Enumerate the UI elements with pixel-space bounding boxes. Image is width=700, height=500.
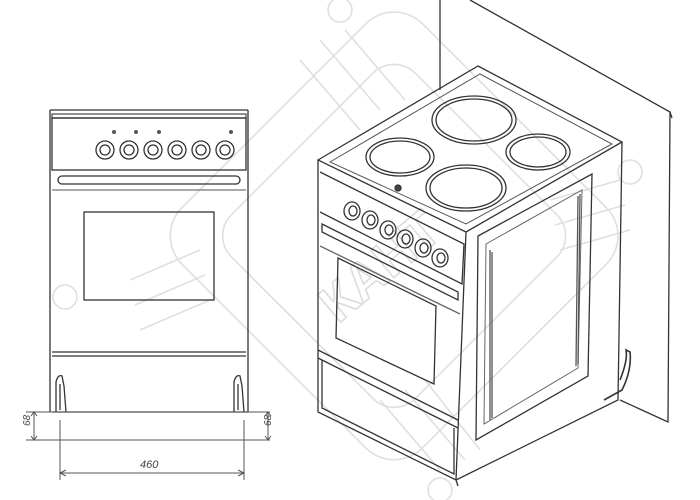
perspective-door-handle [321,222,459,302]
side-panel-frame [475,172,593,442]
leg-height-left-label: 68 [22,414,33,426]
front-oven-window [83,211,215,301]
knob-5 [191,140,211,160]
knob-4 [167,140,187,160]
burner-right [505,133,571,171]
wall-panel [439,0,673,424]
knob-2 [119,140,139,160]
perspective-control-panel [319,171,465,286]
knob-3 [143,140,163,160]
front-indicator-lights [112,130,233,134]
dimension-lines [26,411,272,480]
knob-6 [215,140,235,160]
width-dimension-label: 460 [140,459,159,471]
front-control-panel [51,117,247,171]
front-door-handle [57,175,241,185]
knob-1 [95,140,115,160]
perspective-control-knobs [343,201,449,268]
front-control-knobs [95,140,235,160]
burner-left [365,137,435,177]
burner-back-large [431,95,517,145]
stove-perspective-view [316,65,632,487]
watermark: КАНТ [52,0,643,500]
burner-front [425,164,507,212]
perspective-oven-window [335,256,437,386]
power-cord [603,348,632,401]
cooktop-burners [365,95,571,212]
watermark-text: КАНТ [308,200,452,334]
stove-front-view [49,109,249,413]
front-left-leg [55,374,67,413]
leg-height-right-label: 68 [263,414,274,426]
front-right-leg [233,374,245,413]
